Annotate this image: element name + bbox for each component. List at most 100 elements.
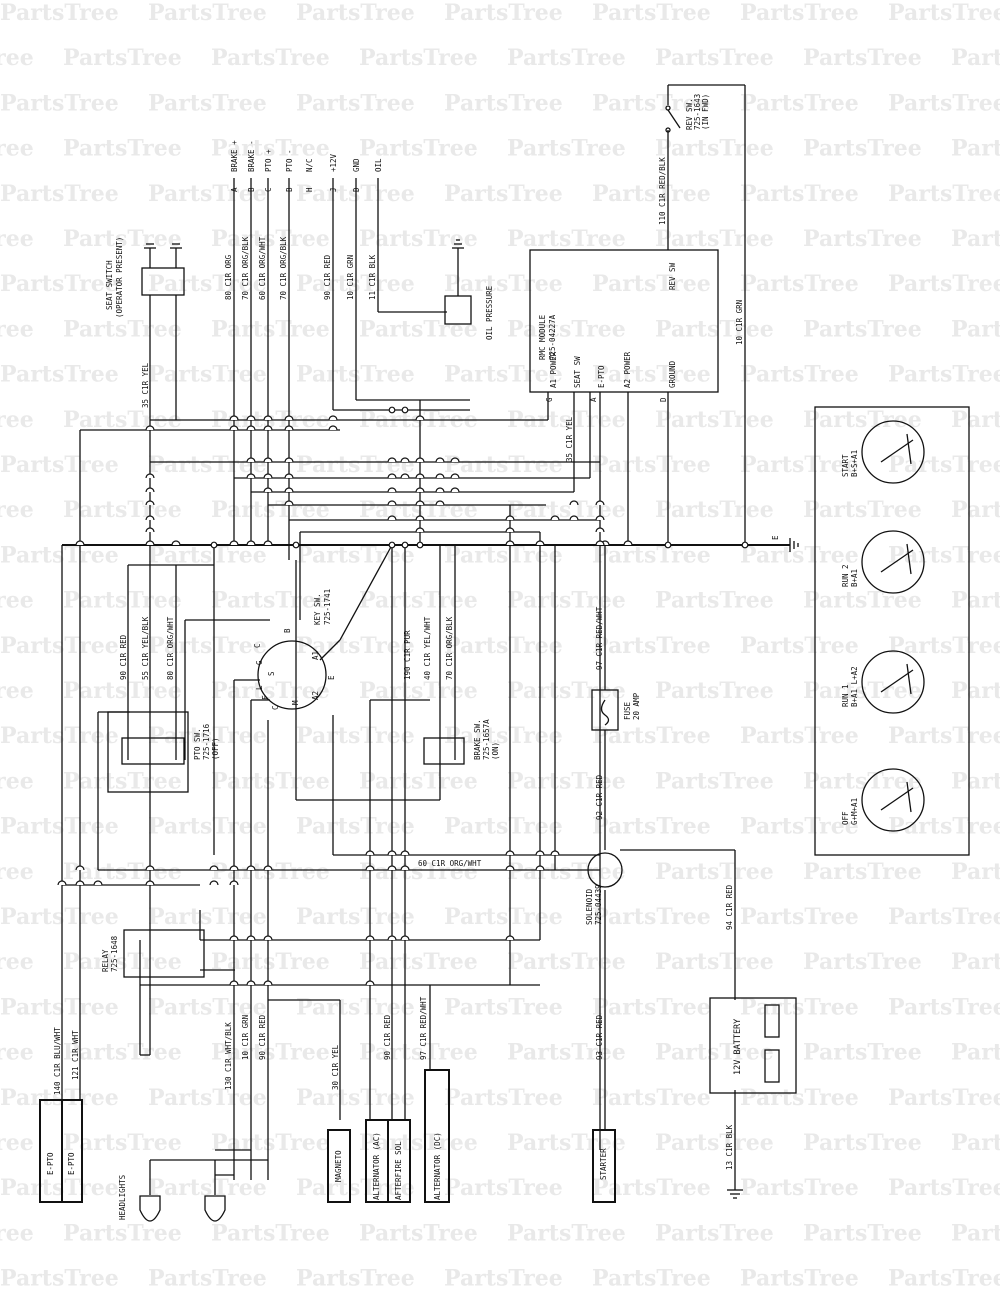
watermark-text: PartsTree [740,814,859,840]
watermark-text: PartsTree [592,542,711,568]
key-pin-letter: B [283,628,292,633]
key-position-title: START [841,454,850,477]
rmc-pin-label: REV SW [668,262,677,290]
pto-switch-box [121,737,185,765]
wire-crossover [435,487,445,493]
key-pin-letter: A1 [311,651,320,660]
watermark-text: PartsTree [359,1040,478,1066]
watermark-text: PartsTree [951,1130,1000,1156]
wire-crossover [171,540,181,546]
watermark-text: PartsTree [740,271,859,297]
wire-crossover [145,515,155,521]
watermark-text: PartsTree [148,362,267,388]
afterfire-sol-box [387,1119,411,1203]
watermark-text: PartsTree [359,45,478,71]
wire-label: 80 C1R ORG/WHT [166,616,175,680]
watermark-text: PartsTree [0,362,119,388]
harness-terminal-label: OIL [374,158,383,172]
watermark-text: PartsTree [0,1266,119,1292]
watermark-text: PartsTree [888,1266,1000,1292]
pto-switch-part: 725-1716 [202,723,211,760]
wire-crossover [569,515,579,521]
watermark-text: PartsTree [803,136,922,162]
wire-crossover [145,865,155,871]
harness-terminal-label: +12V [329,153,338,172]
wire-label: 70 C1R ORG/BLK [241,236,250,300]
wire-label: 70 C1R ORG/BLK [445,616,454,680]
watermark-text: PartsTree [0,904,119,930]
watermark-text: PartsTree [359,588,478,614]
watermark-text: PartsTree [740,181,859,207]
wire-crossover [145,487,155,493]
wire-crossover [415,500,425,506]
wire-label: 40 C1R YEL/WHT [423,616,432,680]
wire-crossover [209,865,219,871]
wiring-lines [61,84,799,1199]
wire-crossover [595,500,605,506]
watermark-text: PartsTree [359,768,478,794]
watermark-text: PartsTree [63,1130,182,1156]
watermark-text: PartsTree [296,90,415,116]
wire-crossover [229,865,239,871]
watermark-text: PartsTree [740,994,859,1020]
wire-crossover [415,487,425,493]
watermark-text: PartsTree [211,859,330,885]
watermark-text: PartsTree [655,497,774,523]
watermark-text: PartsTree [63,588,182,614]
key-pin-letter: G [255,660,264,665]
watermark-text: PartsTree [888,904,1000,930]
watermark-text: PartsTree [148,542,267,568]
watermark-text: PartsTree [507,316,626,342]
wire-label: 97 C1R RED/WHT [419,996,428,1060]
oil-pressure-sender [444,295,472,325]
e-pto-label: E-PTO [46,1152,55,1175]
rmc-pin-letter: A [589,397,598,402]
watermark-text: PartsTree [444,542,563,568]
watermark-text: PartsTree [803,226,922,252]
relay-box [123,929,205,978]
watermark-text: PartsTree [211,1130,330,1156]
wire-crossover [263,540,273,546]
wire-crossover [246,935,256,941]
watermark-text: PartsTree [592,723,711,749]
watermark-text: PartsTree [655,45,774,71]
alternator-dc-label: ALTERNATOR (DC) [433,1132,442,1200]
fuse-label: FUSE [623,701,632,720]
wire-junction [741,541,749,549]
watermark-text: PartsTree [951,768,1000,794]
watermark-text: PartsTree [951,316,1000,342]
watermark-text: PartsTree [951,1220,1000,1246]
headlights-label: HEADLIGHTS [118,1174,127,1220]
watermark-text: PartsTree [0,90,119,116]
brake-switch-box [423,737,465,765]
relay-label: RELAY [101,949,110,972]
wire-label: 35 C1R YEL [141,362,150,408]
watermark-text: PartsTree [888,1085,1000,1111]
wire-label: 30 C1R YEL [331,1044,340,1090]
wire-crossover [505,540,515,546]
watermark-text: PartsTree [888,994,1000,1020]
watermark-text: PartsTree [63,859,182,885]
wire-junction [210,541,218,549]
watermark-text: PartsTree [507,497,626,523]
watermark-text: PartsTree [211,45,330,71]
watermark-text: PartsTree [296,994,415,1020]
wire-crossover [450,487,460,493]
e-pto-connector-b [61,1099,83,1203]
watermark-text: PartsTree [655,1220,774,1246]
wire-junction [388,541,396,549]
watermark-text: PartsTree [655,407,774,433]
wire-crossover [415,527,425,533]
watermark-text: PartsTree [444,271,563,297]
watermark-text: PartsTree [444,181,563,207]
wire-crossover [263,415,273,421]
wire-crossover [145,540,155,546]
watermark-text: PartsTree [0,723,119,749]
key-position-title: OFF [841,811,850,825]
harness-letter-label: C [264,187,273,192]
watermark-text: PartsTree [803,316,922,342]
pto-switch-label: PTO SW. [193,728,202,760]
wire-crossover [209,880,219,886]
